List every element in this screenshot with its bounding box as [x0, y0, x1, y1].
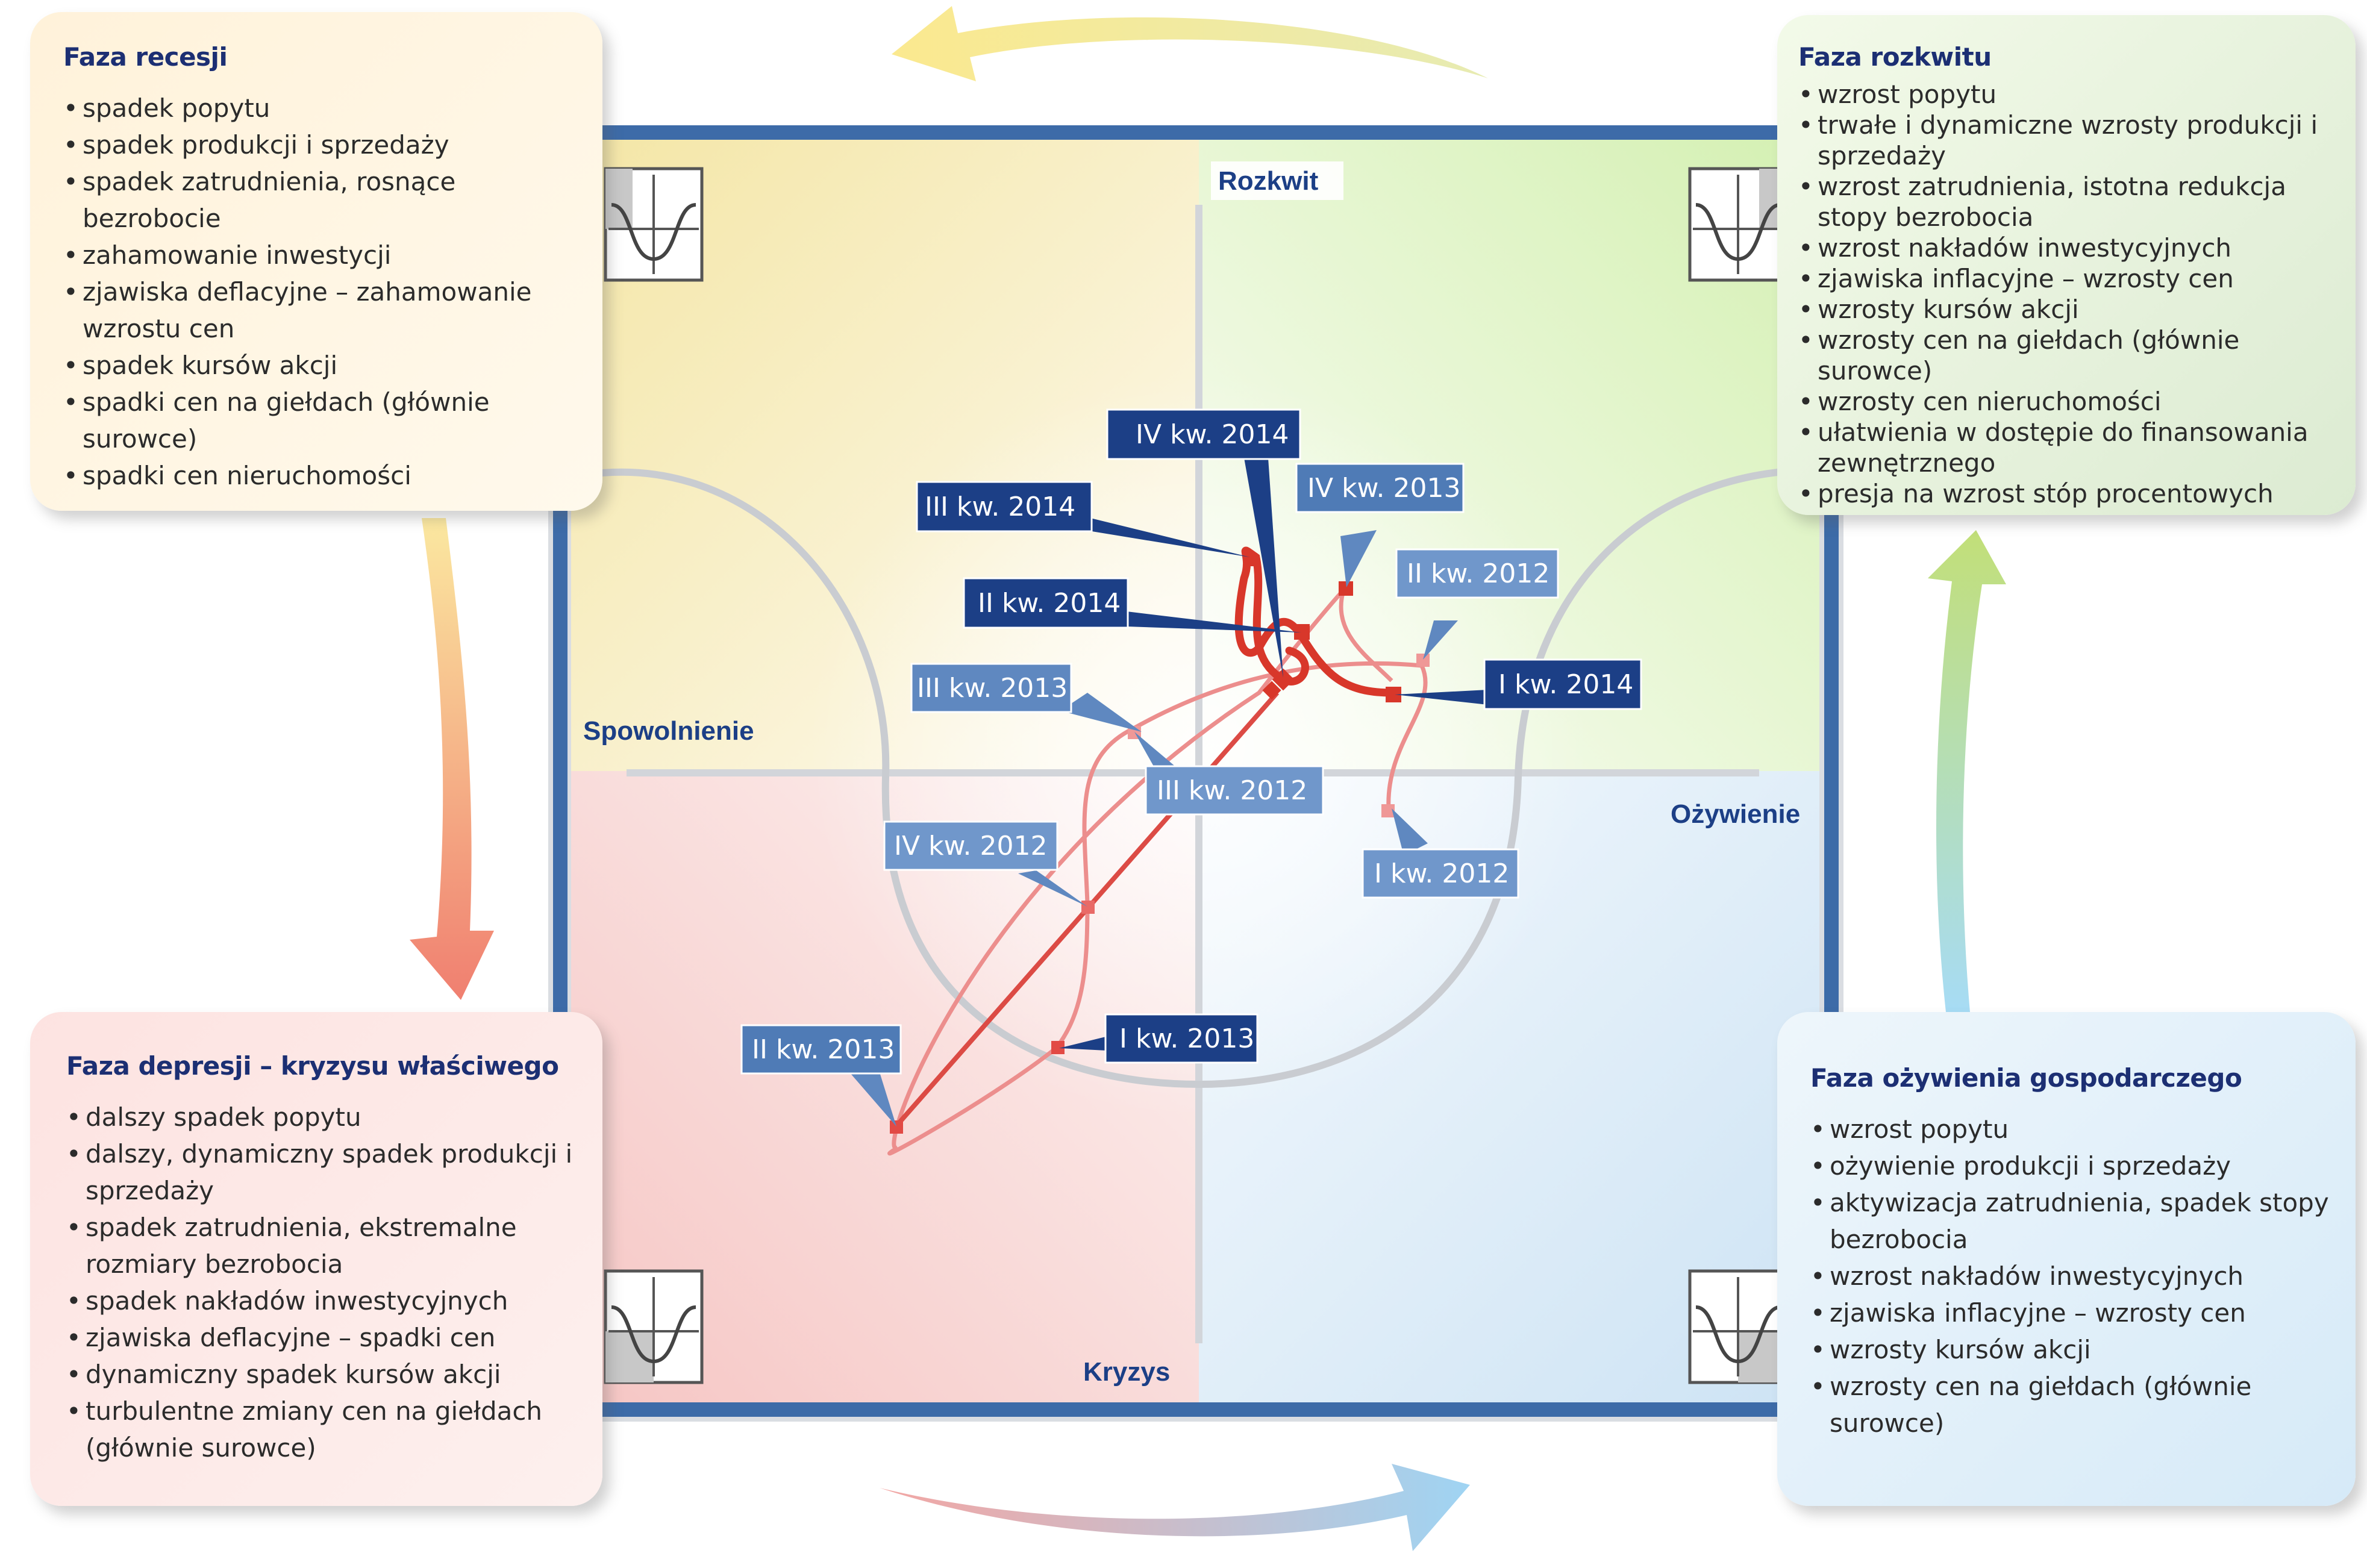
marker-q1-2013 [1051, 1041, 1065, 1054]
callout-q2-2012: II kw. 2012 [1407, 558, 1549, 589]
cycle-icon-top-left [604, 167, 704, 282]
marker-q4-2012 [1081, 901, 1095, 914]
list-item: zjawiska deflacyjne – spadki cen [66, 1319, 578, 1356]
list-item: wzrost nakładów inwestycyjnych [1798, 233, 2331, 263]
trajectory-2012-2013 [887, 583, 1428, 1156]
quadrant-label-boom: Rozkwit [1218, 166, 1319, 196]
marker-q2-2014 [1294, 624, 1310, 640]
arrow-top [892, 6, 1488, 81]
list-item: aktywizacja zatrudnienia, spadek stopy b… [1810, 1184, 2331, 1258]
list-item: spadek zatrudnienia, ekstremalne rozmiar… [66, 1209, 578, 1282]
marker-q1-2012 [1381, 804, 1395, 817]
cycle-icon-top-right [1688, 167, 1788, 282]
phase-box-recovery: Faza ożywienia gospodarczego wzrost popy… [1777, 1012, 2356, 1506]
callout-q3-2014: III kw. 2014 [925, 492, 1075, 522]
phase-box-boom: Faza rozkwitu wzrost popytu trwałe i dyn… [1777, 15, 2356, 515]
callout-q3-2012: III kw. 2012 [1157, 775, 1307, 806]
phase-box-recession: Faza recesji spadek popytu spadek produk… [30, 12, 602, 511]
arrow-right [1928, 530, 2006, 1012]
list-item: spadek kursów akcji [63, 347, 578, 384]
quadrant-label-crisis: Kryzys [1083, 1357, 1170, 1387]
callout-q1-2013: I kw. 2013 [1119, 1023, 1254, 1054]
list-item: spadek produkcji i sprzedaży [63, 127, 578, 163]
phase-title-recession: Faza recesji [63, 42, 228, 72]
list-item: wzrost popytu [1810, 1111, 2331, 1148]
phase-list-depression: dalszy spadek popytu dalszy, dynamiczny … [66, 1099, 578, 1466]
callout-q4-2012: IV kw. 2012 [894, 831, 1047, 861]
list-item: spadki cen na giełdach (głównie surowce) [63, 384, 578, 457]
quadrant-label-recovery: Ożywienie [1671, 799, 1800, 829]
list-item: ożywienie produkcji i sprzedaży [1810, 1148, 2331, 1184]
list-item: presja na wzrost stóp procentowych [1798, 478, 2331, 509]
frame [553, 125, 1839, 1417]
list-item: trwałe i dynamiczne wzrosty produkcji i … [1798, 110, 2331, 171]
callout-q2-2013: II kw. 2013 [752, 1034, 895, 1065]
callout-q3-2013: III kw. 2013 [917, 673, 1068, 704]
list-item: wzrosty cen nieruchomości [1798, 386, 2331, 417]
list-item: zjawiska inflacyjne – wzrosty cen [1810, 1295, 2331, 1331]
quadrant-label-slowdown: Spowolnienie [583, 716, 754, 746]
list-item: dalszy spadek popytu [66, 1099, 578, 1135]
list-item: spadek popytu [63, 90, 578, 127]
callout-q2-2014: II kw. 2014 [978, 588, 1121, 619]
phase-box-depression: Faza depresji – kryzysu właściwego dalsz… [30, 1012, 602, 1506]
marker-q2-2012 [1416, 654, 1430, 667]
arrow-bottom [880, 1464, 1470, 1551]
callout-q1-2012: I kw. 2012 [1374, 858, 1509, 889]
phase-title-boom: Faza rozkwitu [1798, 42, 1992, 72]
list-item: wzrosty kursów akcji [1798, 294, 2331, 325]
marker-q3-2013 [1262, 681, 1281, 700]
callout-q1-2014: I kw. 2014 [1498, 669, 1633, 700]
marker-q4-2014 [1272, 668, 1295, 691]
list-item: spadek zatrudnienia, rosnące bezrobocie [63, 163, 578, 237]
marker-q2-2013 [890, 1120, 903, 1134]
phase-title-depression: Faza depresji – kryzysu właściwego [66, 1051, 559, 1081]
phase-list-boom: wzrost popytu trwałe i dynamiczne wzrost… [1798, 79, 2331, 509]
list-item: dynamiczny spadek kursów akcji [66, 1356, 578, 1393]
list-item: wzrosty cen na giełdach (głównie surowce… [1810, 1368, 2331, 1441]
list-item: turbulentne zmiany cen na giełdach (głów… [66, 1393, 578, 1466]
marker-q4-2013 [1339, 581, 1353, 596]
cycle-icon-bottom-left [604, 1269, 704, 1384]
list-item: wzrost nakładów inwestycyjnych [1810, 1258, 2331, 1295]
list-item: zjawiska inflacyjne – wzrosty cen [1798, 263, 2331, 294]
list-item: zjawiska deflacyjne – zahamowanie wzrost… [63, 273, 578, 347]
list-item: spadki cen nieruchomości [63, 457, 578, 494]
list-item: dalszy, dynamiczny spadek produkcji i sp… [66, 1135, 578, 1209]
marker-q3-2014 [1244, 553, 1257, 566]
phase-list-recession: spadek popytu spadek produkcji i sprzeda… [63, 90, 578, 494]
list-item: wzrost zatrudnienia, istotna redukcja st… [1798, 171, 2331, 233]
list-item: wzrost popytu [1798, 79, 2331, 110]
callout-q4-2013: IV kw. 2013 [1307, 473, 1460, 504]
list-item: wzrosty cen na giełdach (głównie surowce… [1798, 325, 2331, 386]
arrow-left [410, 518, 494, 1000]
callout-pointers [849, 458, 1488, 1126]
phase-title-recovery: Faza ożywienia gospodarczego [1810, 1063, 2242, 1093]
list-item: wzrosty kursów akcji [1810, 1331, 2331, 1368]
list-item: spadek nakładów inwestycyjnych [66, 1282, 578, 1319]
list-item: ułatwienia w dostępie do finansowania ze… [1798, 417, 2331, 478]
cycle-guide-curve [577, 466, 1820, 1089]
phase-list-recovery: wzrost popytu ożywienie produkcji i sprz… [1810, 1111, 2331, 1441]
cycle-icon-bottom-right [1688, 1269, 1788, 1384]
list-item: zahamowanie inwestycji [63, 237, 578, 273]
callout-q4-2014: IV kw. 2014 [1136, 419, 1289, 450]
